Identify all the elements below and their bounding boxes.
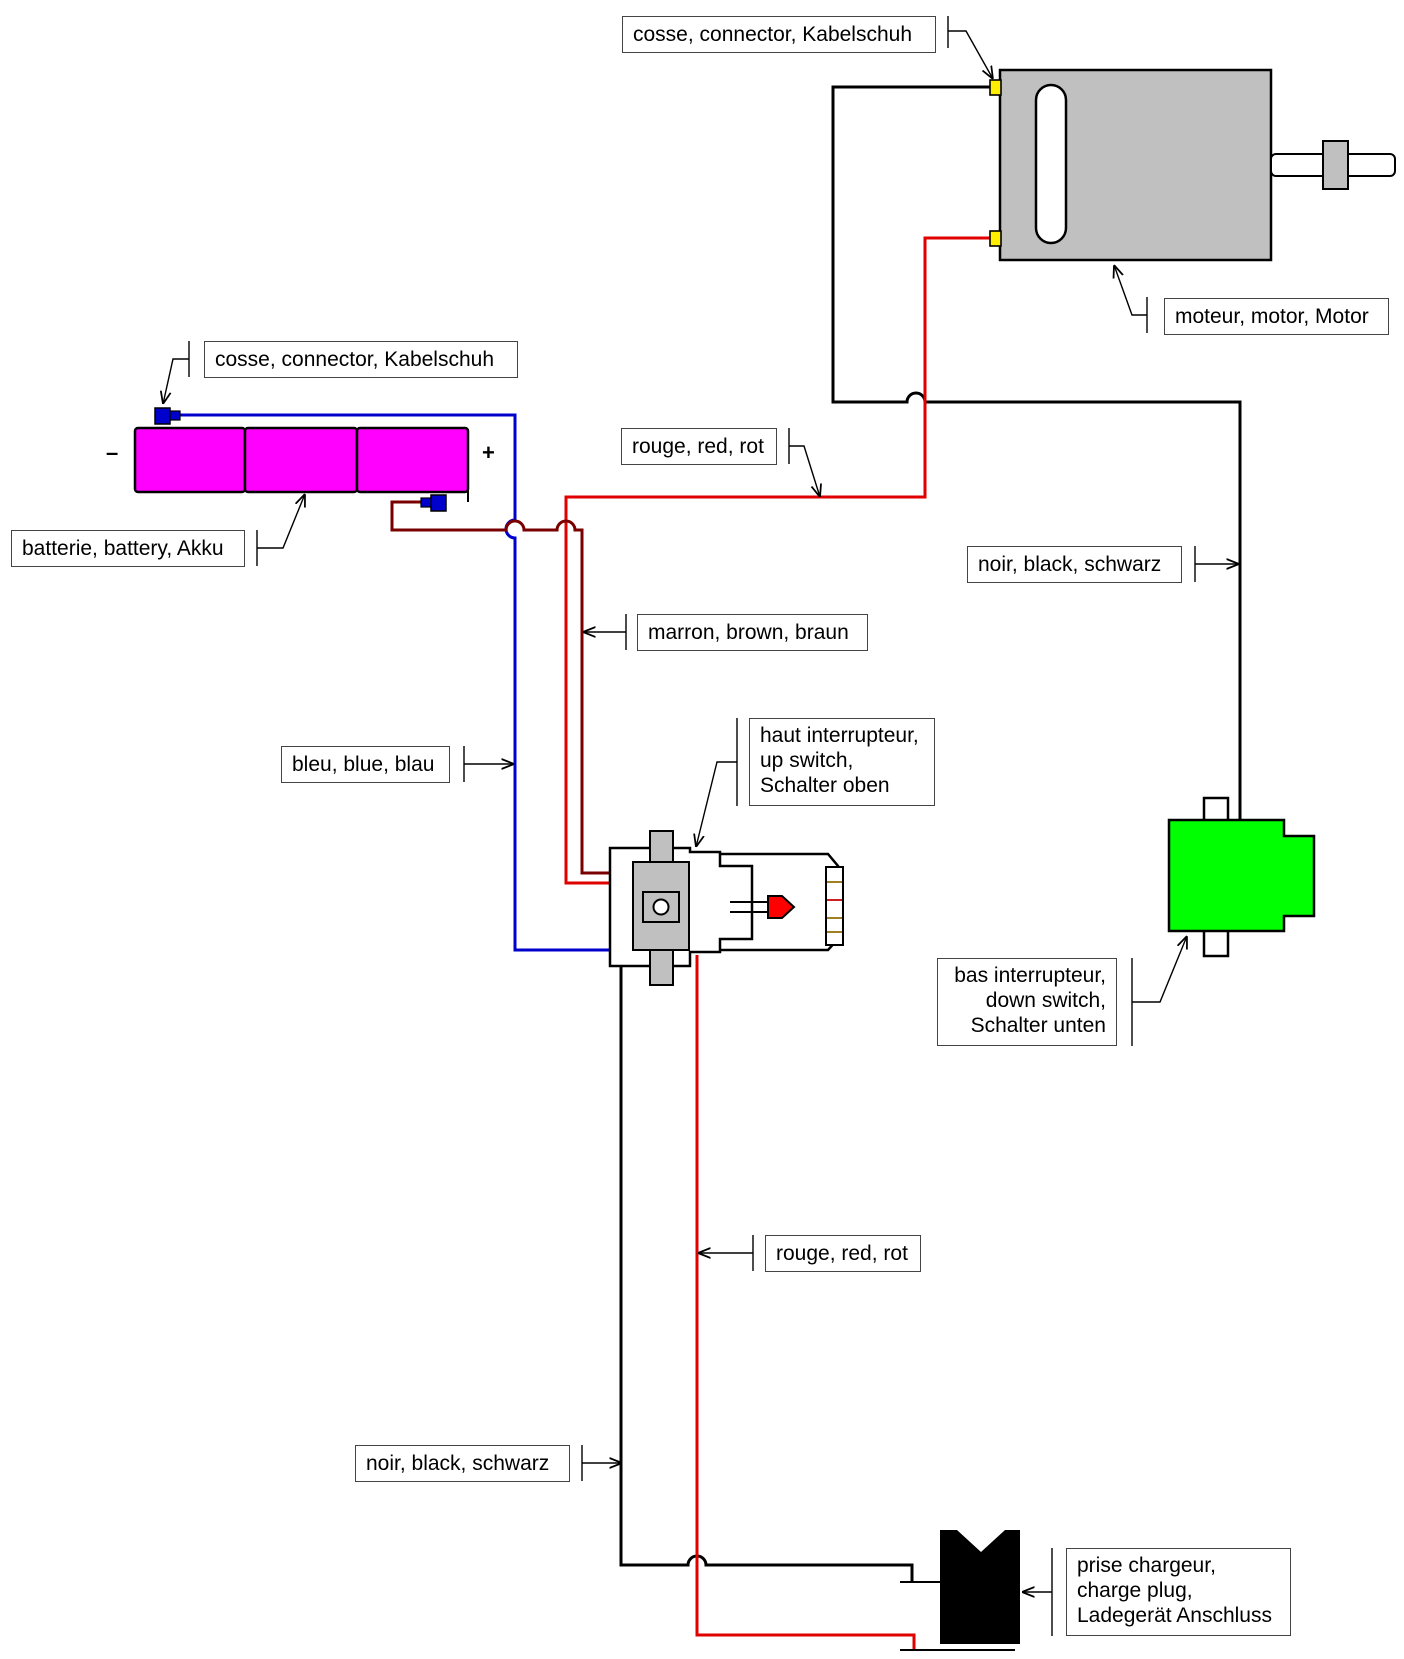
battery-connector-label: cosse, connector, Kabelschuh [204,341,518,378]
brown-wire-battery-to-up-switch [390,500,620,875]
up-switch-label-line-1: haut interrupteur, [760,724,919,747]
charge-plug-label: prise chargeur, charge plug, Ladegerät A… [1066,1548,1291,1636]
leader-down-switch [1131,936,1187,1046]
leader-motor-connector [947,16,993,79]
leader-black-bottom [581,1445,622,1481]
battery-connector-positive [420,494,447,512]
battery-positive-sign: + [482,440,495,465]
motor-connector-label: cosse, connector, Kabelschuh [622,16,936,53]
leader-red-top [788,428,820,497]
battery-label: batterie, battery, Akku [11,530,245,567]
down-switch-label: bas interrupteur, down switch, Schalter … [937,958,1117,1046]
toggle-switch-icon [608,830,840,986]
blue-wire-label: bleu, blue, blau [281,746,450,783]
down-switch-label-line-1: bas interrupteur, [954,964,1106,987]
leader-battery [256,494,305,566]
leader-up-switch [696,718,738,847]
red-wire-top-label: rouge, red, rot [621,428,777,465]
motor-connector-top [989,79,1002,96]
up-switch-label-line-2: up switch, [760,749,854,773]
leader-red-bottom [698,1235,754,1271]
led-icon [730,895,796,919]
red-wire-up-switch-to-charge-plug [695,955,916,1650]
leader-battery-connector [163,341,190,404]
battery-connector-negative [154,407,181,425]
charge-plug-label-line-3: Ladegerät Anschluss [1077,1604,1272,1628]
charge-plug-icon [900,1530,1020,1651]
resistor-icon [825,866,844,946]
leader-charge-plug [1022,1548,1053,1636]
brown-wire-label: marron, brown, braun [637,614,868,651]
leader-blue [463,746,514,782]
black-wire-right-label: noir, black, schwarz [967,546,1182,583]
limit-switch-icon [1167,796,1316,958]
leader-brown [583,614,627,650]
charge-plug-label-line-1: prise chargeur, [1077,1554,1216,1577]
charge-plug-label-line-2: charge plug, [1077,1579,1193,1603]
up-switch-label: haut interrupteur, up switch, Schalter o… [749,718,935,806]
down-switch-label-line-2: down switch, [985,989,1106,1013]
leader-black-right [1194,546,1239,582]
motor-icon [998,68,1396,262]
battery-negative-sign: – [106,440,119,465]
red-wire-bottom-label: rouge, red, rot [765,1235,921,1272]
leader-motor [1114,265,1148,333]
down-switch-label-line-3: Schalter unten [970,1014,1106,1038]
motor-label: moteur, motor, Motor [1164,298,1389,335]
battery-icon [133,426,470,502]
motor-connector-bottom [989,230,1002,247]
blue-wire-battery-to-up-switch [173,413,620,952]
red-wire-motor-to-up-switch [564,236,990,885]
up-switch-label-line-3: Schalter oben [760,774,890,798]
black-wire-bottom-label: noir, black, schwarz [355,1445,570,1482]
